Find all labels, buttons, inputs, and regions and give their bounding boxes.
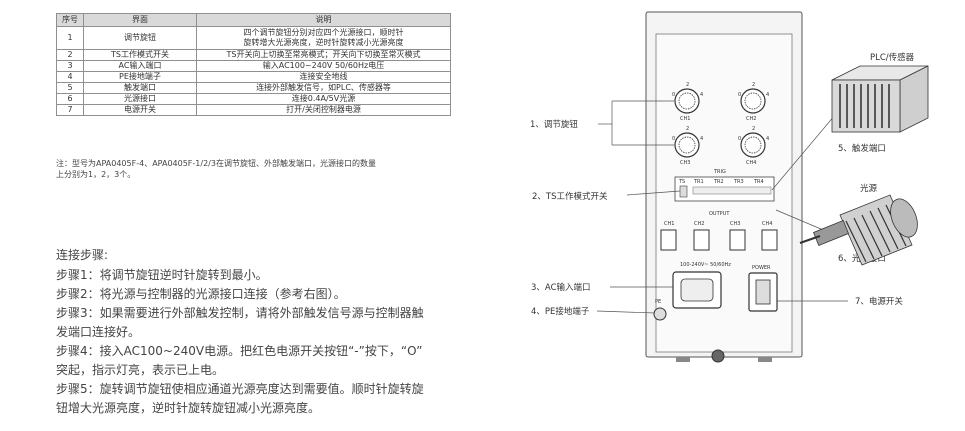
step-line: 步骤2：将光源与控制器的光源接口连接（参考右图）。 [56,287,346,301]
note-line: 上分别为1，2，3个。 [56,170,136,179]
plc-sensor-icon [831,79,901,133]
ac-rating-label: 100-240V~ 50/60Hz [680,262,731,268]
header-interface: 界面 [83,13,197,27]
table-row: 1 调节旋钮 四个调节旋钮分别对应四个光源接口，顺时针 旋转增大光源亮度，逆时针… [56,26,451,50]
steps-title: 连接步骤: [56,248,109,262]
row-desc: 四个调节旋钮分别对应四个光源接口，顺时针 旋转增大光源亮度，逆时针旋转减小光源亮… [196,26,451,50]
callout-power: 7、电源开关 [855,296,903,307]
knob-tick: 0 [672,136,675,142]
step-line: 突起，指示灯亮，表示已上电。 [56,363,225,377]
knob-tick: 4 [766,92,769,98]
note-line: 注：型号为APA0405F-4、APA0405F-1/2/3在调节旋钮、外部触发… [56,159,376,168]
row-desc: 打开/关闭控制器电源 [196,104,451,116]
plc-label: PLC/传感器 [870,52,915,63]
model-note: 注：型号为APA0405F-4、APA0405F-1/2/3在调节旋钮、外部触发… [56,158,476,180]
callout-line [596,310,656,314]
knob-ch2[interactable] [740,88,766,114]
callout-line [775,209,829,233]
trig-channel-label: TR3 [733,179,744,185]
knob-grip [678,92,696,110]
output-port-label: CH1 [664,221,674,227]
knob-tick: 4 [700,136,703,142]
knob-ch3[interactable] [674,132,700,158]
knob-grip [744,136,762,154]
steps-list: 步骤1：将调节旋钮逆时针旋转到最小。 步骤2：将光源与控制器的光源接口连接（参考… [56,266,496,418]
knob-tick: 2 [752,126,755,132]
header-no: 序号 [56,13,84,27]
knob-tick: 0 [672,92,675,98]
ac-socket-icon [680,278,714,302]
power-label: POWER [752,265,771,271]
ts-mode-switch[interactable] [679,185,688,198]
bottom-screw-icon [711,349,725,363]
callout-pe: 4、PE接地端子 [531,306,590,317]
callout-line [771,114,836,191]
knob-label-ch2: CH2 [746,116,756,122]
output-port-label: CH4 [762,221,772,227]
output-port-ch3[interactable] [729,229,746,251]
trig-channel-label: TR4 [753,179,764,185]
trig-channel-label: TR1 [693,179,704,185]
step-line: 步骤4：接入AC100~240V电源。把红色电源开关按钮“-”按下，“O” [56,344,423,358]
callout-knob: 1、调节旋钮 [530,119,578,130]
knob-tick: 0 [738,92,741,98]
output-label: OUTPUT [709,211,730,217]
row-desc-line: 旋转增大光源亮度，逆时针旋转减小光源亮度 [243,38,404,47]
ts-label: TS [678,179,685,185]
pe-ground-terminal[interactable] [653,307,667,321]
knob-label-ch1: CH1 [680,116,690,122]
knob-tick: 2 [686,82,689,88]
pe-label: PE [655,299,661,305]
knob-icon[interactable] [740,88,766,114]
foot [758,357,772,362]
light-source-icon [799,194,918,266]
spec-table: 序号 界面 说明 1 调节旋钮 四个调节旋钮分别对应四个光源接口，顺时针 旋转增… [56,13,451,116]
callout-line [626,190,681,196]
knob-ch4[interactable] [740,132,766,158]
row-desc-line: 四个调节旋钮分别对应四个光源接口，顺时针 [243,28,404,37]
output-port-ch4[interactable] [761,229,778,251]
step-line: 钮增大光源亮度，逆时针旋转旋钮减小光源亮度。 [56,401,321,415]
step-line: 步骤1：将调节旋钮逆时针旋转到最小。 [56,268,268,282]
knob-tick: 4 [766,136,769,142]
knob-tick: 2 [752,82,755,88]
foot [676,357,690,362]
power-rocker-icon [755,279,771,305]
knob-tick: 0 [738,136,741,142]
table-row: 7 电源开关 打开/关闭控制器电源 [56,104,451,116]
knob-tick: 4 [700,92,703,98]
knob-icon[interactable] [740,132,766,158]
callout-trigger: 5、触发端口 [838,143,886,154]
output-port-label: CH3 [730,221,740,227]
light-source-label: 光源 [860,183,878,194]
knob-icon[interactable] [674,88,700,114]
output-port-label: CH2 [694,221,704,227]
trigger-screw-row [692,186,772,195]
knob-label-ch3: CH3 [680,160,690,166]
knob-label-ch4: CH4 [746,160,756,166]
step-line: 步骤5：旋转调节旋钮使相应通道光源亮度达到需要值。顺时针旋转旋 [56,382,424,396]
knob-tick: 2 [686,126,689,132]
knob-grip [678,136,696,154]
callout-ac: 3、AC输入端口 [531,282,591,293]
trig-channel-label: TR2 [713,179,724,185]
knob-grip [744,92,762,110]
trig-title: TRIG [713,169,726,175]
callout-ts: 2、TS工作模式开关 [532,191,608,202]
output-port-ch2[interactable] [693,229,710,251]
knob-icon[interactable] [674,132,700,158]
plc-terminal-ridges [839,84,890,128]
knob-ch1[interactable] [674,88,700,114]
step-line: 发端口连接好。 [56,325,141,339]
step-line: 步骤3：如果需要进行外部触发控制，请将外部触发信号源与控制器触 [56,306,424,320]
output-port-ch1[interactable] [660,229,677,251]
row-name: 电源开关 [83,104,197,116]
